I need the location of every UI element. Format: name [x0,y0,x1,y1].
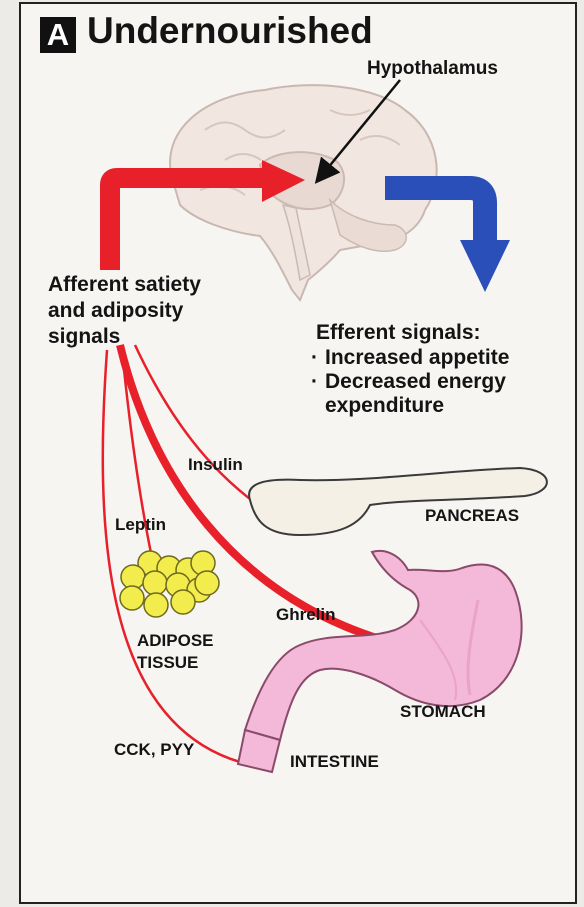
efferent-item: expenditure [311,394,509,418]
pancreas-label: PANCREAS [425,506,519,526]
cck-pyy-label: CCK, PYY [114,740,194,760]
efferent-signals-title: Efferent signals: [316,321,481,345]
efferent-item: ·Decreased energy [311,370,509,394]
insulin-label: Insulin [188,455,243,475]
adipose-tissue-label: ADIPOSE TISSUE [137,630,214,674]
intestine-label: INTESTINE [290,752,379,772]
panel-title: Undernourished [87,10,373,52]
ghrelin-label: Ghrelin [276,605,336,625]
stomach-label: STOMACH [400,702,486,722]
efferent-signals-list: ·Increased appetite ·Decreased energy ex… [311,346,509,418]
efferent-item: ·Increased appetite [311,346,509,370]
panel-letter: A [40,17,76,53]
leptin-label: Leptin [115,515,166,535]
hypothalamus-label: Hypothalamus [367,58,498,80]
afferent-signals-label: Afferent satiety and adiposity signals [48,272,201,350]
